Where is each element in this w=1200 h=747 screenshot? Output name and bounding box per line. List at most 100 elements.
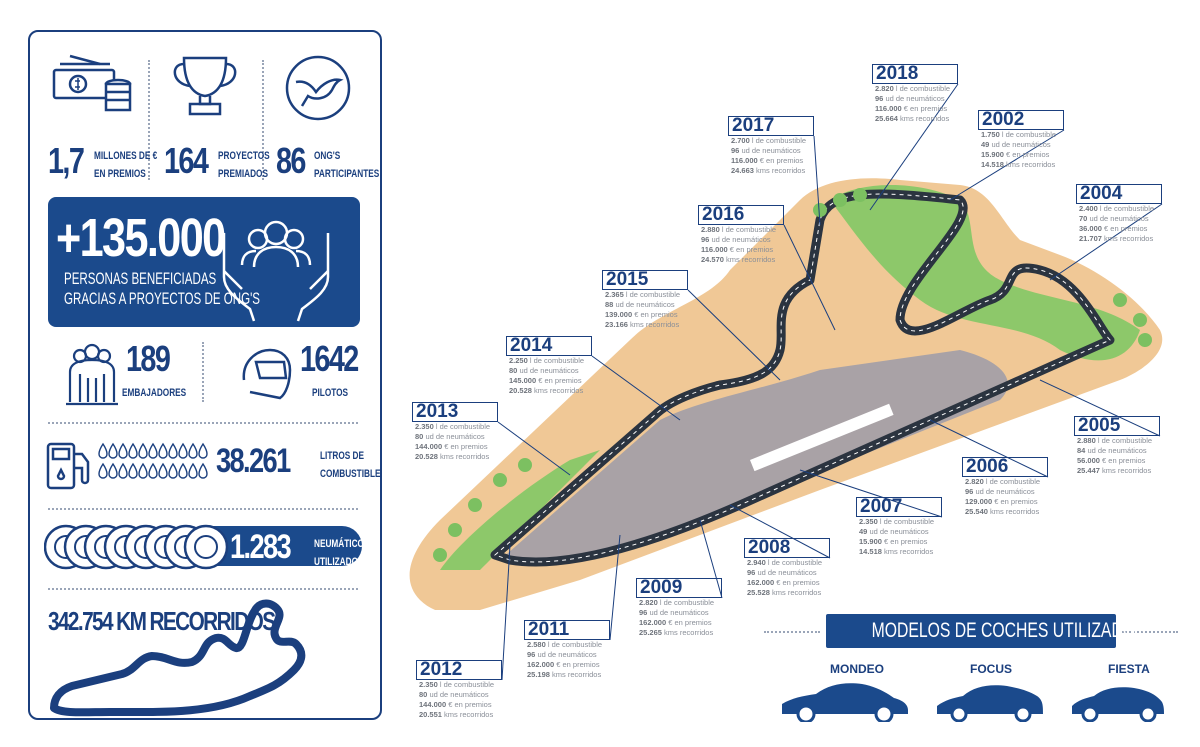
prizes-unit: € en premios xyxy=(556,660,600,669)
prizes-amount: 116.000 xyxy=(731,156,758,165)
year-title: 2017 xyxy=(728,116,814,136)
fuel-unit: l de combustible xyxy=(435,422,491,431)
km-line: 14.518 kms recorridos xyxy=(856,547,942,557)
prizes-unit: € en premios xyxy=(448,700,492,709)
money-icon xyxy=(52,54,132,112)
tyres-line: 70 ud de neumáticos xyxy=(1076,214,1162,224)
grass-area-2 xyxy=(830,185,1140,361)
beneficiaries-box: +135.000 PERSONAS BENEFICIADAS GRACIAS A… xyxy=(48,197,360,327)
km-unit: kms recorridos xyxy=(1104,234,1154,243)
tyres-amount: 84 xyxy=(1077,446,1086,455)
km-line: 20.551 kms recorridos xyxy=(416,710,502,720)
prizes-amount: 144.000 xyxy=(415,442,443,451)
km-unit: kms recorridos xyxy=(534,386,584,395)
km-unit: kms recorridos xyxy=(990,507,1040,516)
fuel-drop-icon xyxy=(178,462,188,479)
km-unit: kms recorridos xyxy=(552,670,602,679)
year-label-2012: 2012 2.350 l de combustible 80 ud de neu… xyxy=(416,660,502,720)
hands-people-icon xyxy=(222,220,330,322)
km-amount: 25.265 xyxy=(639,628,662,637)
leader-line xyxy=(687,289,781,381)
leader-line xyxy=(1039,379,1161,437)
km-unit: kms recorridos xyxy=(900,114,950,123)
ngos-label-2: participantes xyxy=(314,168,380,180)
prizes-line: 162.000 € en premios xyxy=(524,660,610,670)
fuel-unit: l de combustible xyxy=(529,356,585,365)
km-unit: kms recorridos xyxy=(1102,466,1152,475)
prizes-label: Millones de € xyxy=(94,150,158,162)
tyres-line: 49 ud de neumáticos xyxy=(978,140,1064,150)
year-title: 2016 xyxy=(698,205,784,225)
fuel-amount: 2.820 xyxy=(875,84,894,93)
tyres-unit: ud de neumáticos xyxy=(1087,446,1147,455)
fuel-drop-icon xyxy=(198,442,208,459)
mondeo-car-icon xyxy=(782,683,908,722)
prizes-amount: 56.000 xyxy=(1077,456,1100,465)
ambassadors-icon xyxy=(66,343,118,406)
leader-line xyxy=(783,224,836,331)
paddock-area xyxy=(500,350,1008,563)
fuel-unit: l de combustible xyxy=(1099,204,1155,213)
tyres-amount: 96 xyxy=(875,94,884,103)
prizes-unit: € en premios xyxy=(994,497,1038,506)
prizes-unit: € en premios xyxy=(903,104,948,113)
circuit-outline-icon xyxy=(50,599,306,717)
divider-left xyxy=(764,631,820,633)
fuel-amount: 2.880 xyxy=(701,225,720,234)
leader-line xyxy=(869,83,959,211)
year-title: 2012 xyxy=(416,660,502,680)
fuel-amount: 2.940 xyxy=(747,558,766,567)
year-title: 2004 xyxy=(1076,184,1162,204)
fuel-line: 1.750 l de combustible xyxy=(978,130,1064,140)
beneficiaries-label: PERSONAS BENEFICIADAS xyxy=(64,269,217,288)
fuel-drop-icon xyxy=(138,442,148,459)
km-line: 25.198 kms recorridos xyxy=(524,670,610,680)
tyres-line: 80 ud de neumáticos xyxy=(412,432,498,442)
tyres-unit: ud de neumáticos xyxy=(615,300,675,309)
divider-right xyxy=(1122,631,1178,633)
fuel-drop-icon xyxy=(108,442,118,459)
year-title: 2006 xyxy=(962,457,1048,477)
km-amount: 25.540 xyxy=(965,507,988,516)
km-amount: 25.664 xyxy=(875,114,898,123)
km-line: 20.528 kms recorridos xyxy=(506,386,592,396)
tyres-amount: 96 xyxy=(965,487,974,496)
beneficiaries-label-2: GRACIAS A PROYECTOS DE ONG'S xyxy=(64,289,260,308)
projects-label-2: premiados xyxy=(218,168,268,180)
fuel-drop-icon xyxy=(138,462,148,479)
fuel-drop-icon xyxy=(118,462,128,479)
km-line: 25.664 kms recorridos xyxy=(872,114,958,124)
prizes-line: 139.000 € en premios xyxy=(602,310,688,320)
km-line: 23.166 kms recorridos xyxy=(602,320,688,330)
tyres-amount: 96 xyxy=(747,568,756,577)
focus-car-icon xyxy=(937,685,1043,722)
prizes-line: 145.000 € en premios xyxy=(506,376,592,386)
fuel-line: 2.820 l de combustible xyxy=(636,598,722,608)
tyre-icon xyxy=(183,524,229,570)
km-line: 25.265 kms recorridos xyxy=(636,628,722,638)
fuel-unit: l de combustible xyxy=(895,84,951,93)
prizes-unit: € en premios xyxy=(1102,456,1146,465)
tyres-amount: 49 xyxy=(859,527,868,536)
km-value: 342.754 KM RECORRIDOS xyxy=(48,606,276,636)
leader-line xyxy=(799,469,943,518)
prizes-line: 116.000 € en premios xyxy=(728,156,814,166)
km-unit: kms recorridos xyxy=(664,628,714,637)
tyres-line: 88 ud de neumáticos xyxy=(602,300,688,310)
fuel-line: 2.880 l de combustible xyxy=(1074,436,1160,446)
fuel-drop-icon xyxy=(168,462,178,479)
km-amount: 21.707 xyxy=(1079,234,1102,243)
fuel-drop-icon xyxy=(188,462,198,479)
tyres-amount: 49 xyxy=(981,140,990,149)
leader-line xyxy=(729,504,831,559)
pit-building xyxy=(750,403,894,472)
fuel-drop-icon xyxy=(108,462,118,479)
prizes-amount: 145.000 xyxy=(509,376,537,385)
pilots-value: 1642 xyxy=(300,338,359,379)
stats-panel: 1,7 Millones de €en premios 164 Proyecto… xyxy=(28,30,382,720)
pilots-label: Pilotos xyxy=(312,387,349,399)
leader-line xyxy=(929,419,1049,478)
tyres-amount: 80 xyxy=(509,366,518,375)
prizes-unit: € en premios xyxy=(668,618,712,627)
year-title: 2005 xyxy=(1074,416,1160,436)
